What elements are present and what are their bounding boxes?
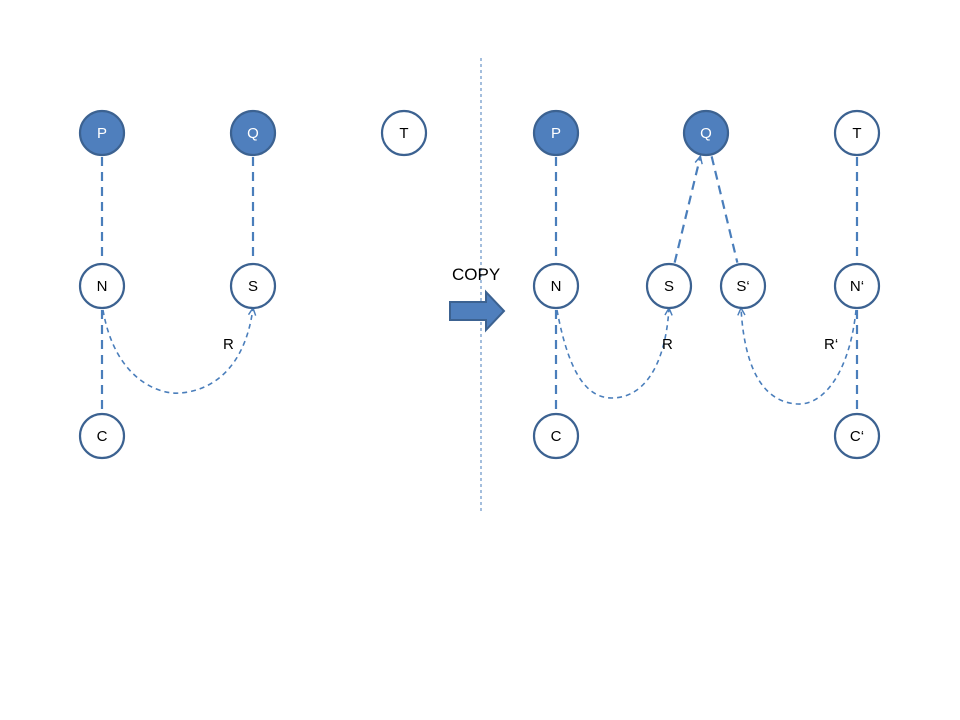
node-c: C xyxy=(78,412,126,460)
node-c: C xyxy=(532,412,580,460)
node-label: N xyxy=(97,278,108,295)
edge-label: R‘ xyxy=(824,336,838,353)
node-circle xyxy=(380,109,428,157)
nodes: P Q T N S S‘ N‘ C C‘ xyxy=(532,109,881,460)
node-label: N‘ xyxy=(850,278,864,295)
edge-label: R xyxy=(662,336,673,353)
node-label: N xyxy=(551,278,562,295)
node-circle xyxy=(78,109,126,157)
node-label: C‘ xyxy=(850,428,864,445)
node-circle xyxy=(78,262,126,310)
node-n: N xyxy=(78,262,126,310)
copy-arrow: COPY xyxy=(449,265,506,333)
edge-s-q xyxy=(673,156,701,263)
node-q: Q xyxy=(229,109,277,157)
node-t: T xyxy=(380,109,428,157)
node-s: S xyxy=(645,262,693,310)
node-label: T xyxy=(399,125,408,142)
node-circle xyxy=(532,109,580,157)
node-label: S xyxy=(664,278,674,295)
node-label: T xyxy=(852,125,861,142)
node-n2: N‘ xyxy=(833,262,881,310)
node-q: Q xyxy=(682,109,730,157)
copy-arrow-icon xyxy=(449,289,506,333)
node-circle xyxy=(532,262,580,310)
edge-label: R xyxy=(223,336,234,353)
right-graph: R R‘ P Q T N S S‘ N‘ C C‘ xyxy=(532,109,881,460)
edge-n2-s2 xyxy=(741,308,857,405)
node-p: P xyxy=(532,109,580,157)
node-circle xyxy=(682,109,730,157)
copy-label: COPY xyxy=(452,265,500,284)
node-label: C xyxy=(551,428,562,445)
node-label: P xyxy=(551,125,561,142)
node-circle xyxy=(833,109,881,157)
edges: R R‘ xyxy=(554,156,859,412)
node-p: P xyxy=(78,109,126,157)
node-circle xyxy=(78,412,126,460)
node-label: S‘ xyxy=(736,278,749,295)
node-circle xyxy=(645,262,693,310)
node-circle xyxy=(719,262,767,310)
node-label: P xyxy=(97,125,107,142)
node-circle xyxy=(532,412,580,460)
node-circle xyxy=(229,262,277,310)
node-t: T xyxy=(833,109,881,157)
nodes: P Q T N S C xyxy=(78,109,428,460)
node-c2: C‘ xyxy=(833,412,881,460)
node-circle xyxy=(833,262,881,310)
node-s2: S‘ xyxy=(719,262,767,310)
node-circle xyxy=(229,109,277,157)
edge-n-s xyxy=(556,308,669,399)
edges: R xyxy=(100,157,253,412)
left-graph: R P Q T N S C xyxy=(78,109,428,460)
node-label: C xyxy=(97,428,108,445)
edge-q-s2 xyxy=(710,156,739,263)
node-label: S xyxy=(248,278,258,295)
node-label: Q xyxy=(700,125,712,142)
node-s: S xyxy=(229,262,277,310)
node-label: Q xyxy=(247,125,259,142)
node-circle xyxy=(833,412,881,460)
node-n: N xyxy=(532,262,580,310)
